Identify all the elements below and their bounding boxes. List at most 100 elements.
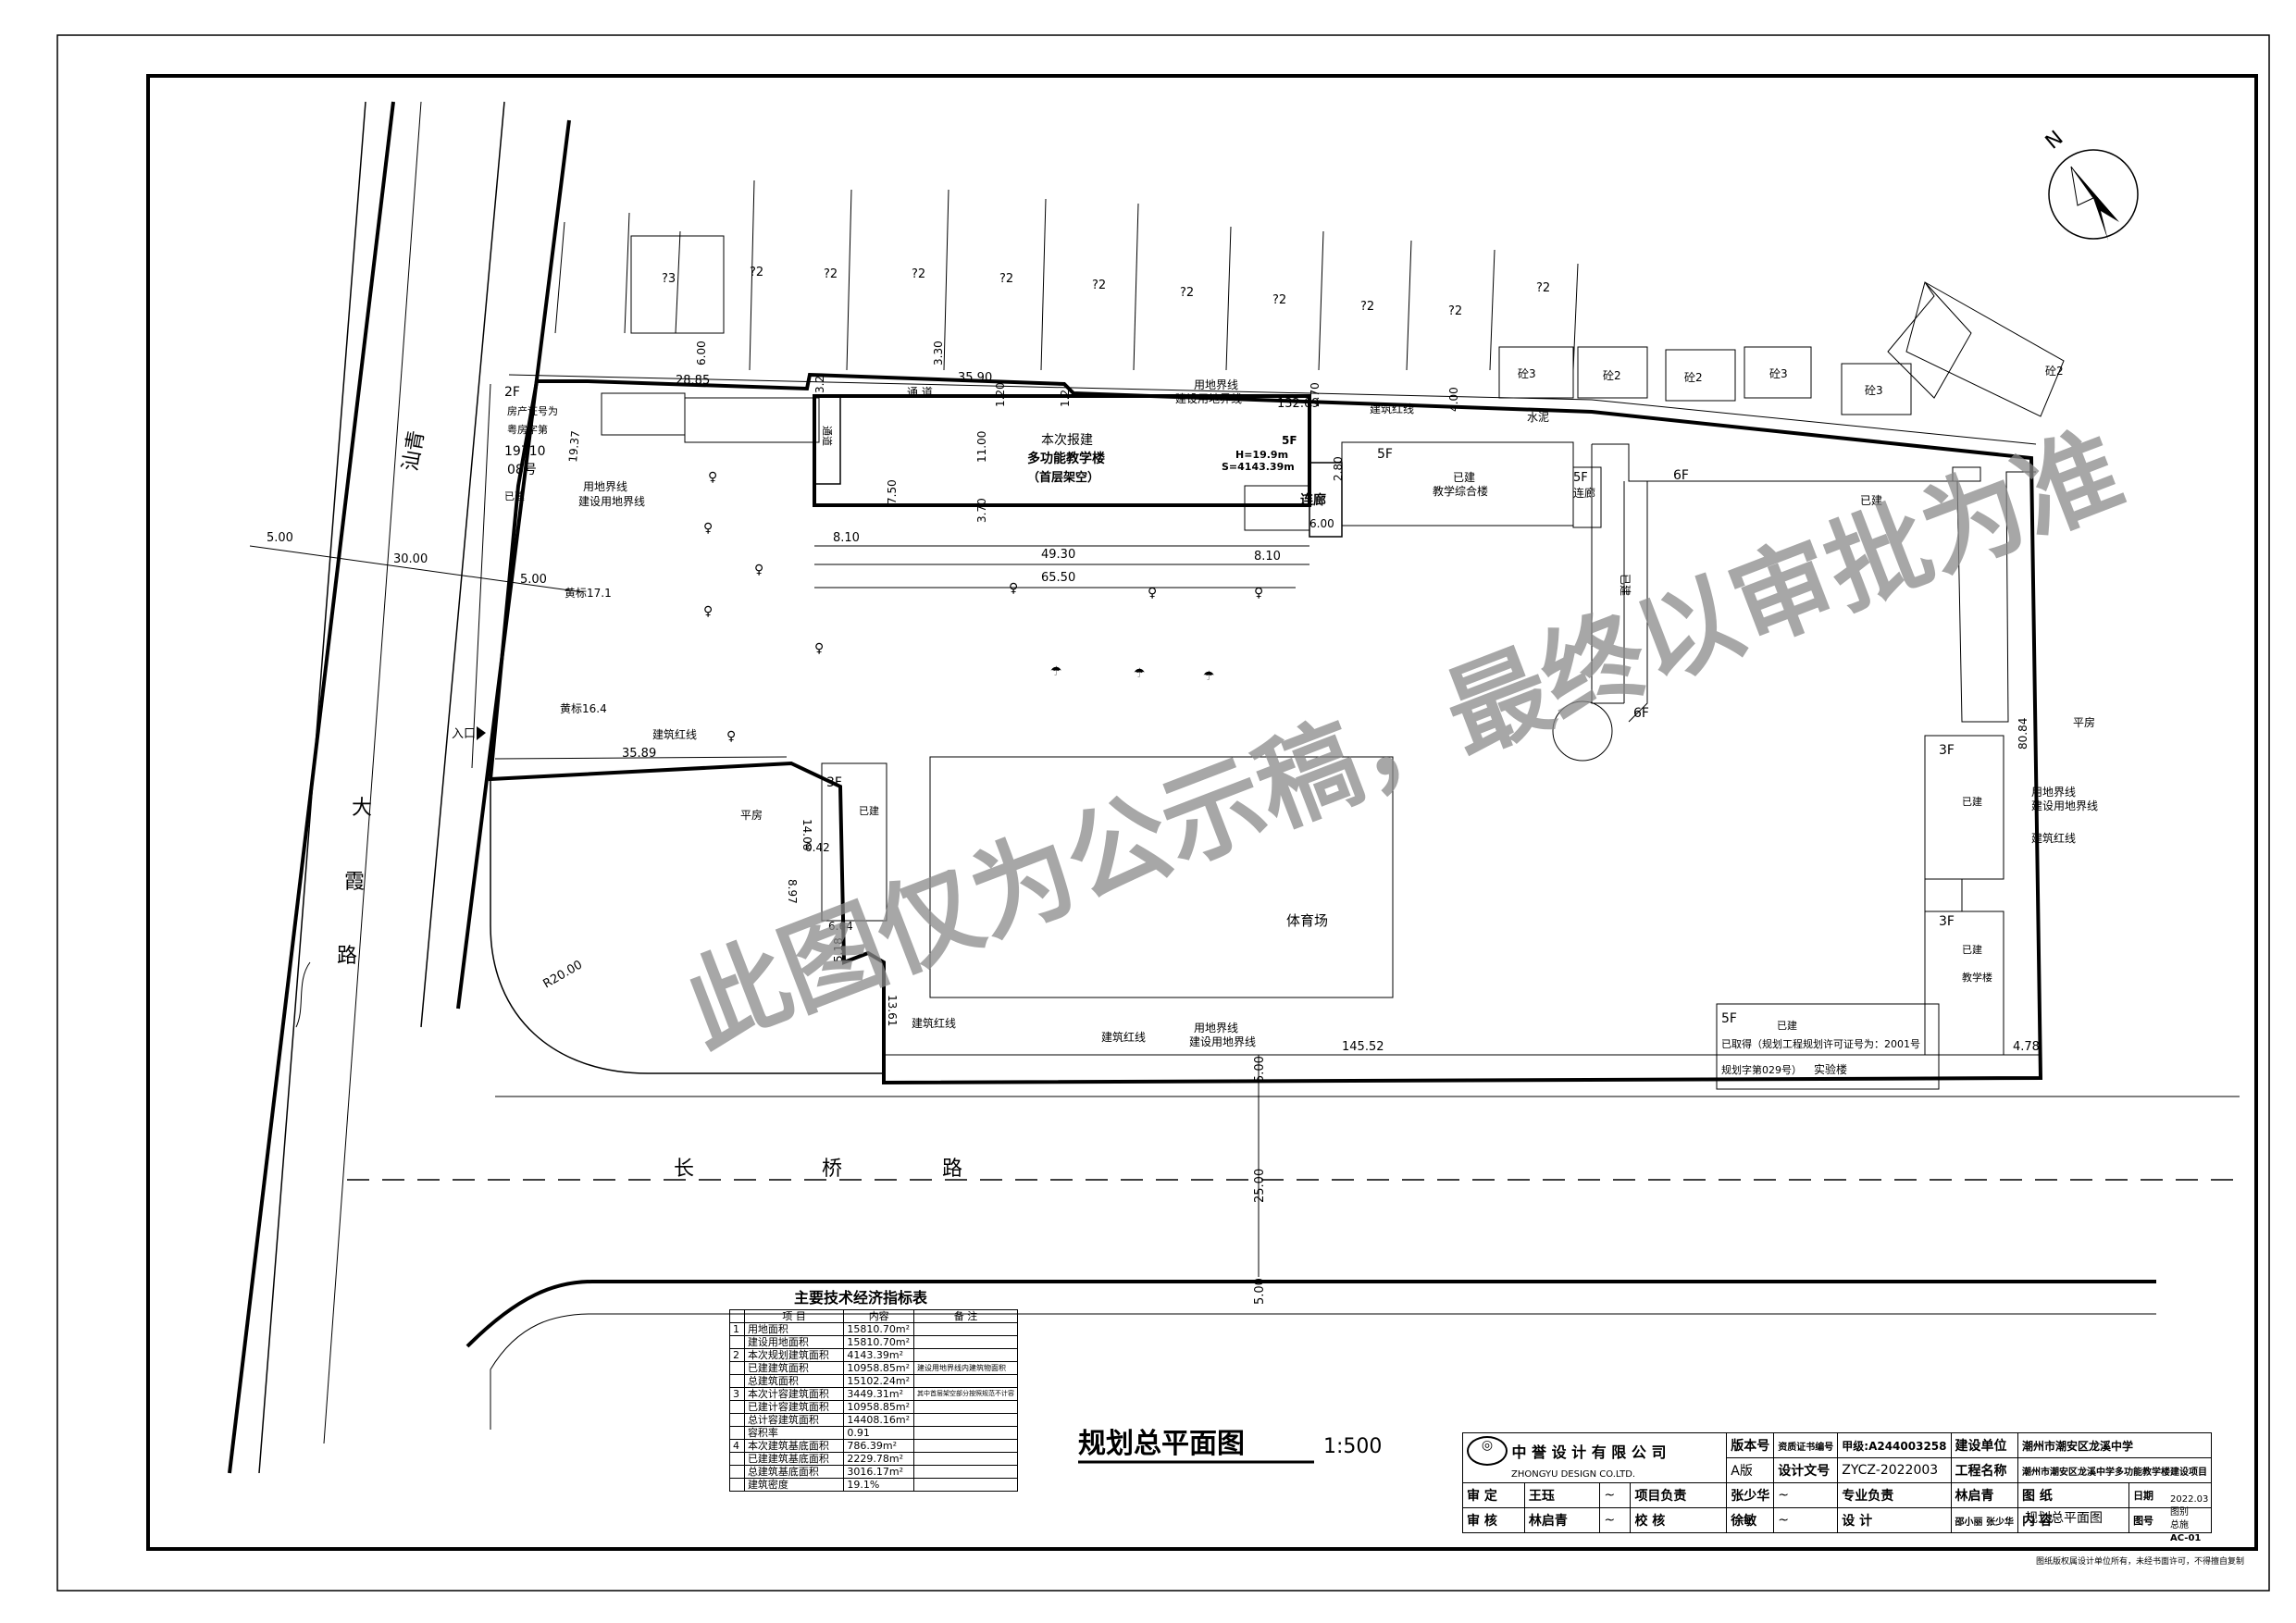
changqiao-road [347,1096,2240,1430]
dim-25-00: 25.00 [1253,1169,1267,1203]
date-cell: 2022.03 图别 总施 AC-01 [2170,1493,2208,1545]
project-label: 工程名称 [1950,1457,2018,1483]
type-label: 图别 [2170,1507,2189,1518]
new-building-h: H=19.9m [1235,449,1288,461]
cert-label: 资质证书编号 [1773,1432,1839,1458]
svg-text:☂: ☂ [1050,664,1062,679]
corridor-2: 连廊 [1573,486,1595,500]
type: 总施 [2170,1520,2189,1530]
label-existing-g: 已建 [859,804,879,817]
dim-11-00: 11.00 [975,431,988,463]
label-3f-c: 3F [826,775,842,790]
daxia-road [228,101,571,1474]
company-cell: ◎ 中 誉 设 计 有 限 公 司 ZHONGYU DESIGN CO.LTD. [1461,1432,1728,1483]
review-label: 审 核 [1462,1507,1525,1533]
flat-house2: 平房 [2073,715,2095,729]
dim-5-00d: 5.00 [1253,1278,1267,1305]
project: 潮州市潮安区龙溪中学多功能教学楼建设项目 [2017,1457,2213,1483]
label-existing-a: 已建 [1453,471,1475,484]
plot-9: ?2 [1360,300,1374,314]
cert-note2: 规划字第029号） [1721,1063,1802,1076]
outer-frame [56,34,2270,1592]
dim-1-20: 1.20 [994,382,1007,407]
dim-5-00c: 5.00 [1253,1056,1267,1083]
road-north-1: 通 道 [907,386,933,399]
review-sign: ~ [1599,1507,1632,1533]
house-cert-3: 19710 [504,444,546,459]
build-land-line-n: 建设用地界线 [1175,392,1242,405]
tech-col-item: 项 目 [743,1309,845,1323]
dim-35-90: 35.90 [958,371,992,385]
dim-0-42: 0.42 [805,841,830,854]
design-label: 设 计 [1837,1507,1952,1533]
label-2f: 2F [504,385,520,400]
plot-2: ?2 [750,266,763,279]
plot-6: ?2 [1092,279,1106,292]
drawing-name-cell: 规划总平面图 [2025,1508,2127,1527]
house-cert-2: 粤房字第 [507,423,548,436]
south-plots [1498,281,2065,417]
svg-text:☂: ☂ [1134,666,1146,681]
red-line-w: 建筑红线 [652,727,697,741]
client: 潮州市潮安区龙溪中学 [2017,1432,2213,1458]
existing-buildings [601,392,2036,1090]
plot-3: ?2 [824,267,838,281]
dim-r20: R20.00 [541,958,586,991]
red-line-s2: 建筑红线 [912,1016,956,1030]
north-plots [554,180,1579,371]
plot-s4: 砼3 [1769,367,1788,380]
red-line-e: 建筑红线 [2031,831,2076,845]
curved-boundary [490,779,884,1074]
dim-49-30: 49.30 [1041,548,1075,562]
dim-65-50: 65.50 [1041,571,1075,585]
house-cert-4: 08号 [507,463,537,477]
plot-s2: 砼2 [1603,369,1621,382]
company-name: 中 誉 设 计 有 限 公 司 [1511,1443,1667,1461]
plot-5: ?2 [999,272,1013,286]
dim-145-52: 145.52 [1342,1040,1384,1054]
dim-4-00: 4.00 [1447,387,1460,412]
label-teaching: 教学楼 [1962,971,1992,984]
red-line-n: 建筑红线 [1370,402,1414,415]
label-existing-b: 已建 [1860,494,1882,507]
entrance-arrow [477,726,486,740]
label-existing-f: 已建 [1777,1019,1797,1032]
doc-no: ZYCZ-2022003 [1837,1457,1952,1483]
svg-text:♀: ♀ [1009,581,1018,596]
plot-1: ?3 [662,272,676,286]
house-cert-1: 房产证号为 [507,404,558,417]
dim-8-97: 8.97 [786,879,799,904]
designers: 邵小丽 张少华 [1950,1507,2018,1533]
land-line-n: 用地界线 [1194,378,1238,391]
label-5f-c: 5F [1721,1011,1737,1026]
drawing-scale: 1:500 [1323,1435,1382,1458]
plot-s5: 砼3 [1865,384,1883,397]
dim-132-09: 132.09 [1277,397,1320,411]
label-3f-a: 3F [1939,743,1955,758]
road-dongqing: 汕青 [399,428,428,473]
tech-table-title: 主要技术经济指标表 [794,1289,928,1307]
plot-s6: 砼2 [2045,365,2064,378]
road-changqiao-1: 长 [674,1158,694,1181]
date: 2022.03 [2170,1494,2209,1505]
dim-5-00b: 5.00 [520,573,547,587]
cement-label: 水泥 [1527,411,1549,424]
spec-lead: 林启青 [1950,1482,2018,1508]
build-land-line-s: 建设用地界线 [1189,1035,1256,1048]
dimension-lines [249,545,2041,1277]
elev-2: 黄标16.4 [560,702,607,715]
version-label: 版本号 [1726,1432,1775,1458]
flat-house: 平房 [740,808,763,822]
road-daxia-3: 路 [337,945,357,968]
